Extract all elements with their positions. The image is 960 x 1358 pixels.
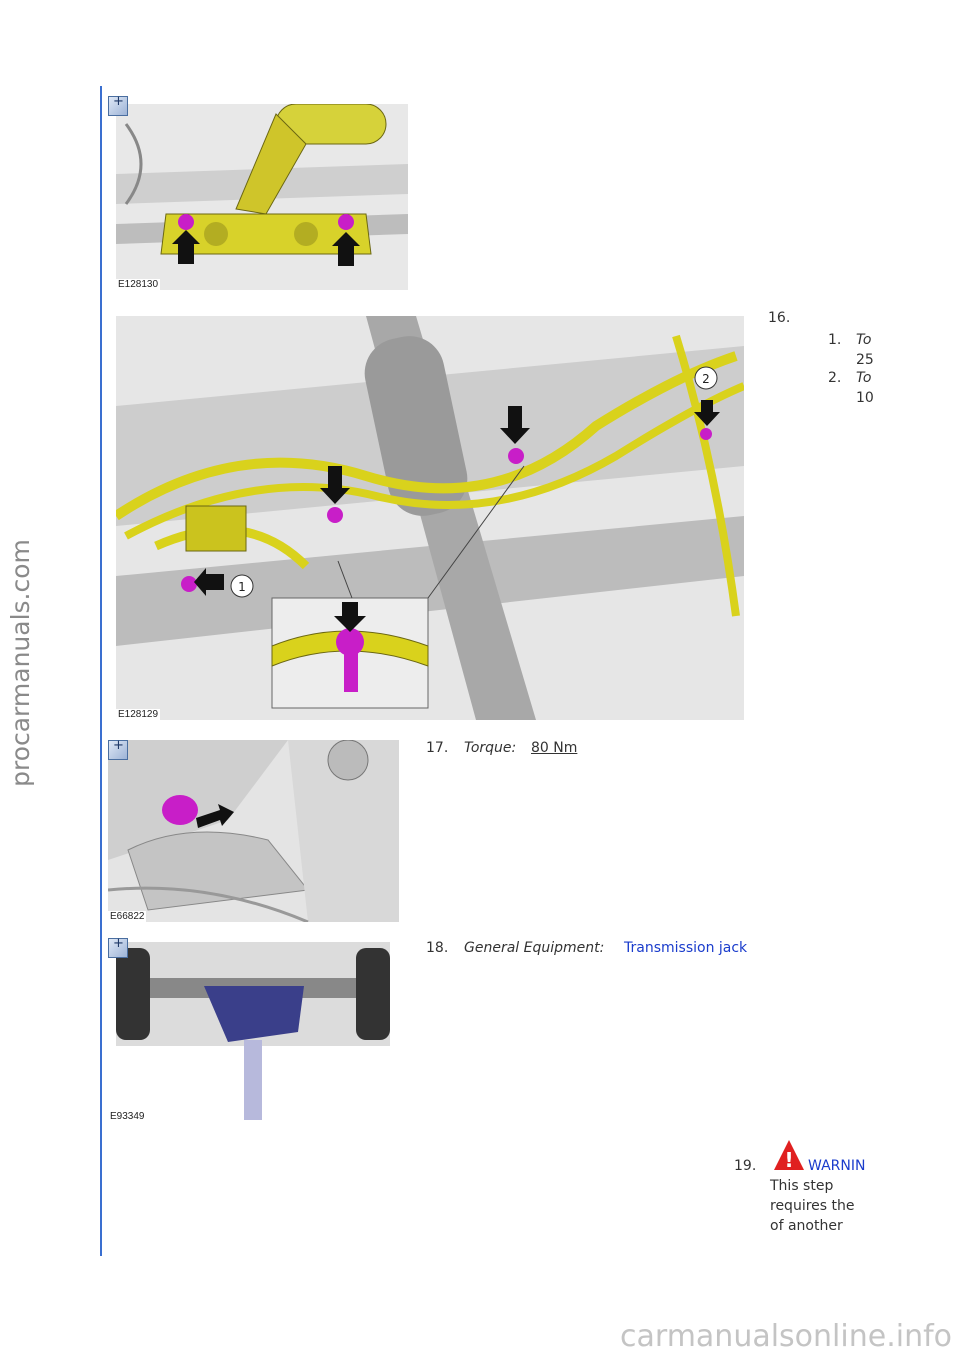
step-18-label: General Equipment: [464, 940, 605, 956]
step-16-sub2-label: To [856, 370, 872, 386]
zoom-icon[interactable] [108, 936, 128, 958]
warning-label: WARNIN [808, 1158, 866, 1174]
callout-2: 2 [694, 366, 718, 390]
figure-id: E128130 [116, 279, 161, 290]
figure-illustration [108, 740, 399, 922]
svg-text:!: ! [784, 1148, 793, 1172]
svg-text:2: 2 [702, 372, 710, 386]
figure-id: E66822 [108, 911, 147, 922]
figure-e66822: E66822 [108, 740, 399, 922]
arrow-icon [500, 406, 530, 444]
figure-illustration [116, 104, 408, 290]
step-17-value: 80 Nm [531, 740, 578, 756]
warning-text-line2: requires the [770, 1198, 855, 1214]
arrow-icon [194, 568, 224, 596]
step-16-number: 16. [768, 310, 791, 326]
step-16-sub2-value: 10 [856, 390, 874, 406]
arrow-icon [332, 232, 360, 266]
step-16-sub2-number: 2. [828, 370, 842, 386]
footer-watermark: carmanualsonline.info [620, 1319, 952, 1354]
step-16-sub1-value: 25 [856, 352, 874, 368]
left-margin-rule [100, 86, 102, 1256]
step-18-number: 18. [426, 940, 449, 956]
figure-id: E128129 [116, 709, 161, 720]
warning-text-line1: This step [770, 1178, 834, 1194]
arrow-icon [334, 602, 366, 632]
arrow-icon [196, 804, 234, 828]
zoom-icon[interactable] [108, 738, 128, 760]
warning-icon: ! [774, 1140, 804, 1172]
figure-e93349: E93349 [108, 938, 390, 1122]
step-17-label: Torque: [464, 740, 517, 756]
step-19-number: 19. [734, 1158, 757, 1174]
figure-e128129: 1 2 E128129 [116, 316, 744, 720]
warning-text-line3: of another [770, 1218, 843, 1234]
transmission-jack-link[interactable]: Transmission jack [624, 940, 748, 956]
step-16-sub1-label: To [856, 332, 872, 348]
step-16-sub1-number: 1. [828, 332, 842, 348]
callout-1: 1 [230, 574, 254, 598]
figure-illustration [108, 938, 390, 1122]
figure-e128130: E128130 [116, 104, 408, 290]
arrow-icon [172, 230, 200, 264]
arrow-icon [694, 400, 720, 426]
arrow-icon [320, 466, 350, 504]
figure-id: E93349 [108, 1111, 147, 1122]
step-17-number: 17. [426, 740, 449, 756]
figure-illustration: 1 2 [116, 316, 744, 720]
svg-text:1: 1 [238, 580, 246, 594]
side-watermark: procarmanuals.com [6, 539, 35, 787]
zoom-icon[interactable] [108, 94, 128, 116]
